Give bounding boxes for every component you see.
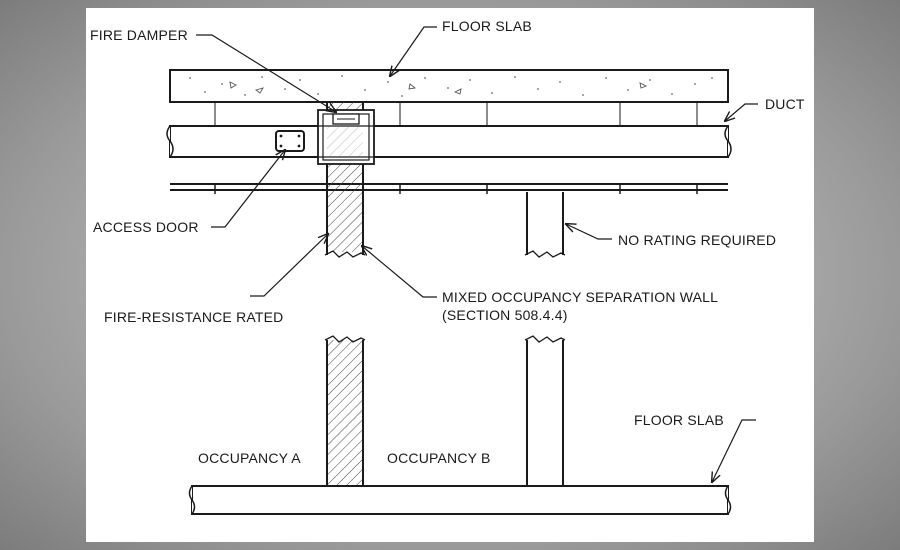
leader-mixed-wall bbox=[362, 246, 437, 298]
label-no-rating: NO RATING REQUIRED bbox=[618, 232, 776, 248]
label-duct: DUCT bbox=[765, 96, 805, 112]
fire-damper bbox=[317, 109, 375, 165]
label-floor-slab-top: FLOOR SLAB bbox=[442, 18, 532, 34]
label-mixed-wall-line2: (SECTION 508.4.4) bbox=[442, 307, 568, 323]
labels: FIRE DAMPER FLOOR SLAB DUCT ACCESS DOOR … bbox=[90, 18, 805, 466]
rated-wall-lower bbox=[324, 335, 366, 486]
non-rated-wall-lower bbox=[524, 335, 566, 486]
duct-hangers bbox=[214, 102, 698, 126]
leader-lines bbox=[196, 26, 758, 482]
duct bbox=[166, 125, 732, 158]
leader-duct bbox=[725, 103, 758, 121]
leader-fire-resistance bbox=[250, 234, 328, 297]
bottom-floor-slab bbox=[188, 485, 732, 515]
top-floor-slab bbox=[169, 69, 729, 103]
label-fire-damper: FIRE DAMPER bbox=[90, 27, 188, 43]
leader-floor-slab-bottom bbox=[712, 419, 756, 482]
leader-no-rating bbox=[566, 224, 612, 240]
access-door bbox=[275, 130, 305, 152]
leader-fire-damper bbox=[196, 34, 336, 112]
label-access-door: ACCESS DOOR bbox=[93, 219, 199, 235]
label-fire-resistance: FIRE-RESISTANCE RATED bbox=[104, 309, 283, 325]
label-floor-slab-bottom: FLOOR SLAB bbox=[634, 412, 724, 428]
non-rated-wall-upper bbox=[524, 192, 566, 258]
label-mixed-wall-line1: MIXED OCCUPANCY SEPARATION WALL bbox=[442, 289, 718, 305]
leader-floor-slab-top bbox=[390, 26, 437, 76]
ceiling-grid bbox=[170, 183, 728, 194]
label-occupancy-b: OCCUPANCY B bbox=[387, 450, 491, 466]
leader-access-door bbox=[211, 150, 285, 228]
label-occupancy-a: OCCUPANCY A bbox=[198, 450, 301, 466]
